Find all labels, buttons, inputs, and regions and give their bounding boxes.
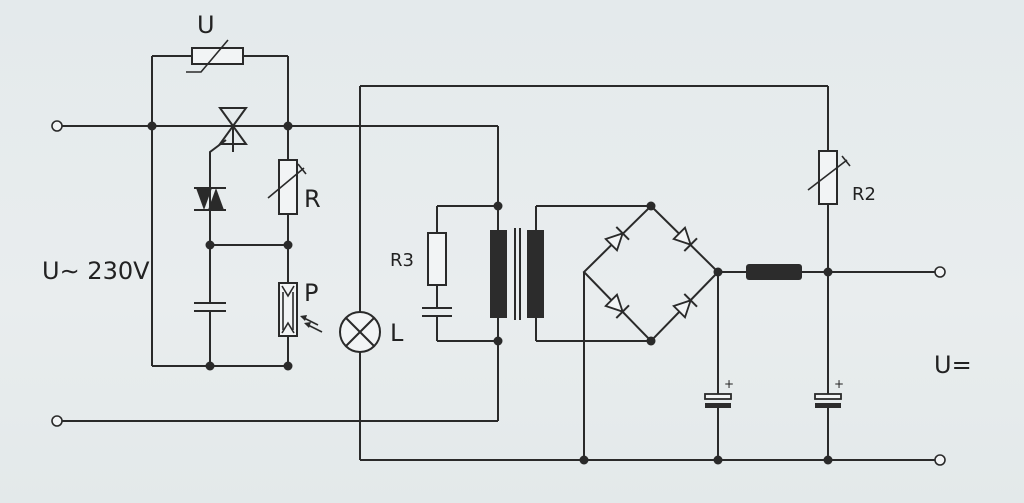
- control-circuit: U: [42, 11, 498, 427]
- triac: [209, 107, 248, 186]
- svg-text:+: +: [834, 377, 844, 391]
- capacitor-c2: +: [814, 377, 844, 408]
- svg-text:+: +: [724, 377, 734, 391]
- potentiometer-label: R: [304, 185, 321, 213]
- secondary-winding: [527, 230, 544, 318]
- input-terminal-bottom: [51, 415, 63, 427]
- choke: [746, 264, 802, 280]
- capacitor-trigger: [194, 302, 226, 312]
- light-arrows: [300, 315, 323, 333]
- r3-label: R3: [390, 250, 414, 271]
- varistor: [186, 39, 244, 73]
- potentiometer: [267, 159, 307, 215]
- output-filter: + R2 + U=: [704, 86, 972, 466]
- resistor-r2: [818, 150, 838, 205]
- resistor-r3: [427, 232, 447, 286]
- input-terminal-top: [51, 120, 63, 132]
- input-voltage-label: U∼ 230V: [42, 257, 150, 285]
- capacitor-c1: +: [704, 377, 734, 408]
- output-terminal-bottom: [934, 454, 946, 466]
- output-terminal-top: [934, 266, 946, 278]
- primary-winding: [490, 230, 507, 318]
- photoresistor-label: P: [304, 279, 318, 307]
- lamp-circuit: L: [339, 85, 940, 461]
- lamp: [339, 311, 381, 353]
- photoresistor: [278, 282, 298, 337]
- bridge-rectifier: [579, 201, 723, 465]
- r2-label: R2: [852, 184, 876, 205]
- varistor-label: U: [197, 11, 215, 39]
- diac: [194, 186, 226, 245]
- lamp-label: L: [390, 319, 404, 347]
- transformer: R3: [390, 126, 651, 421]
- output-voltage-label: U=: [934, 351, 972, 379]
